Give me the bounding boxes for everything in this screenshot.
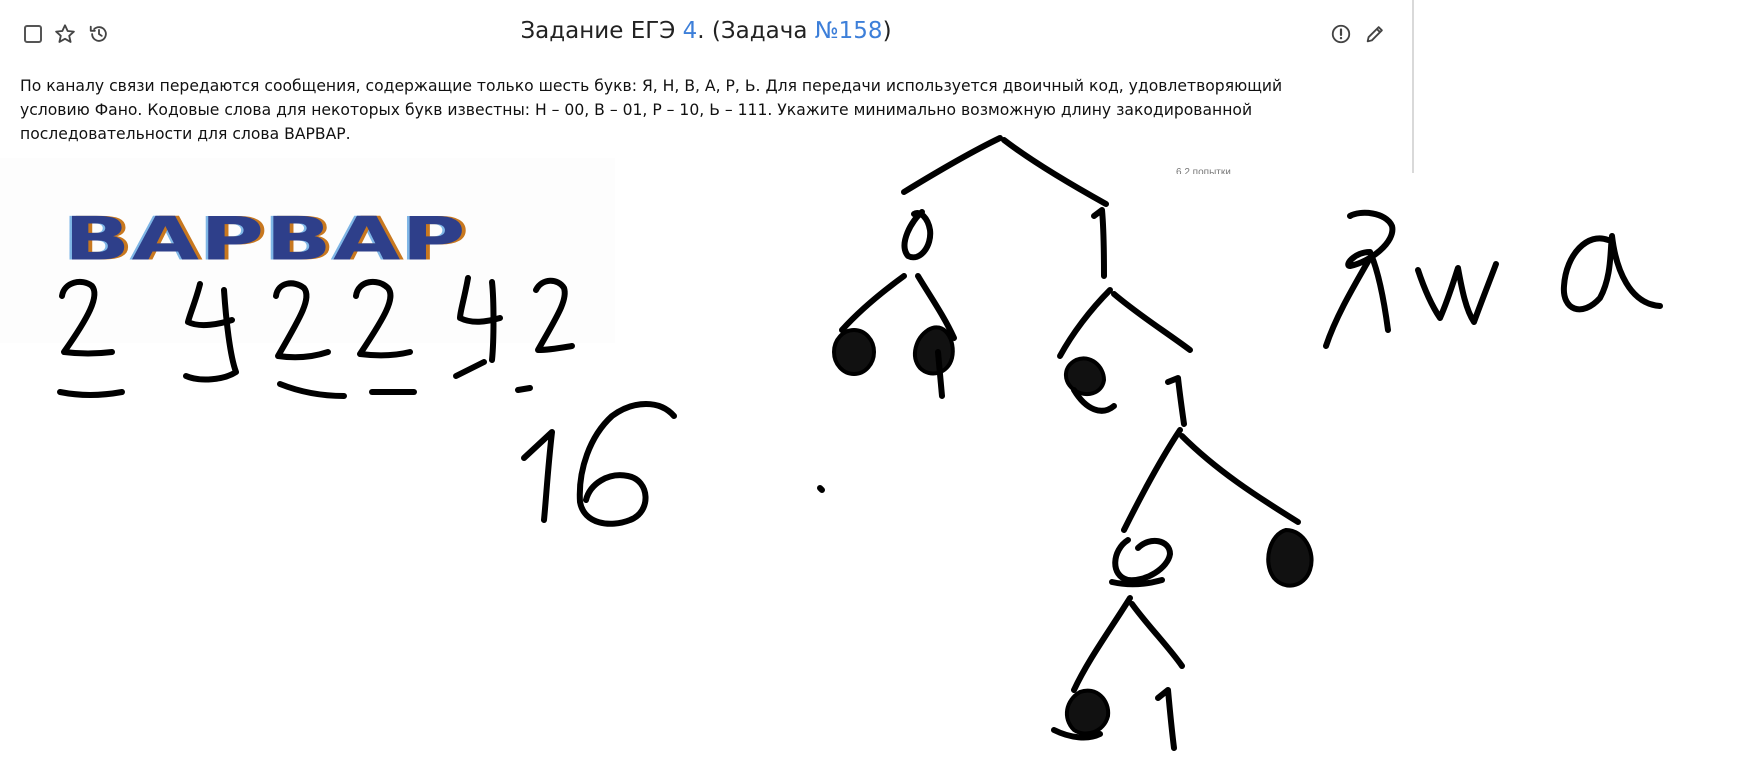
history-icon[interactable] — [88, 23, 110, 45]
pasted-word-image: ВАРВАР — [64, 205, 467, 275]
task-card: Задание ЕГЭ 4. (Задача №158) По каналу с… — [0, 0, 1414, 174]
toolbar-left — [24, 23, 110, 45]
pencil-icon[interactable] — [1364, 23, 1386, 45]
title-suffix: ) — [882, 18, 892, 44]
star-icon[interactable] — [54, 23, 76, 45]
page-title: Задание ЕГЭ 4. (Задача №158) — [0, 18, 1412, 44]
problem-text: По каналу связи передаются сообщения, со… — [20, 77, 1283, 143]
task-number-link[interactable]: 4 — [682, 18, 698, 44]
toolbar-right — [1330, 23, 1386, 45]
select-checkbox[interactable] — [24, 25, 42, 43]
attempts-counter: 6.2 попытки — [1176, 167, 1231, 174]
title-middle: . (Задача — [697, 18, 815, 44]
problem-number-link[interactable]: №158 — [814, 18, 883, 44]
exclamation-circle-icon[interactable] — [1330, 23, 1352, 45]
title-prefix: Задание ЕГЭ — [520, 18, 683, 44]
